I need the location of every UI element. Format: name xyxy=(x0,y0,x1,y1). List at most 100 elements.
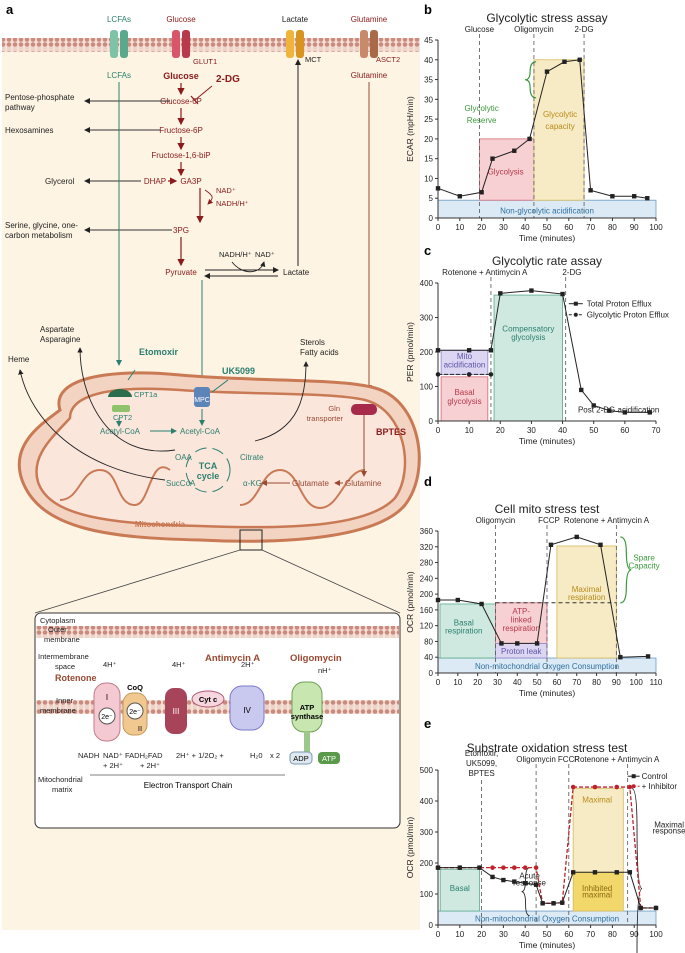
chart-substrate-oxidation: Substrate oxidation stress testNon-mitoc… xyxy=(405,741,685,953)
y-tick-label: 300 xyxy=(420,828,434,837)
spare-capacity-line1: Spare xyxy=(633,554,655,563)
ecar-point xyxy=(544,69,550,74)
branch-serine-line1: Serine, glycine, one- xyxy=(5,221,78,230)
panel-label-e: e xyxy=(424,716,431,731)
lcfa-outside-label: LCFAs xyxy=(107,15,131,24)
cpt2-label: CPT2 xyxy=(113,413,132,422)
gln-transporter-icon xyxy=(351,404,377,415)
x-tick-label: 110 xyxy=(650,678,663,687)
adp-label: ADP xyxy=(293,754,308,763)
chart-title: Substrate oxidation stress test xyxy=(467,741,628,755)
control-series-point xyxy=(560,900,565,905)
inhibitor-series-point xyxy=(533,865,539,870)
inhibited-line1: Inhibited xyxy=(582,884,612,893)
atp-linked-line2: linked xyxy=(511,616,532,625)
etc-outer-label2: membrane xyxy=(44,635,80,644)
metabolite-ga3p: GA3P xyxy=(180,177,201,186)
y-tick-label: 0 xyxy=(429,921,434,930)
total-proton-efflux-point xyxy=(607,408,612,413)
x-tick-label: 70 xyxy=(652,426,661,435)
etc-water: H₂0 xyxy=(250,751,263,760)
total-proton-efflux-point xyxy=(622,410,628,415)
x-axis-label: Time (minutes) xyxy=(519,940,576,950)
y-tick-label: 0 xyxy=(429,214,434,223)
etc-fadh2: FADH₂FAD xyxy=(125,751,163,760)
inhibitor-series-point xyxy=(570,784,576,790)
inhibitor-series-point xyxy=(614,784,620,790)
y-tick-label: 0 xyxy=(429,417,434,426)
chart-title: Glycolytic rate assay xyxy=(492,254,602,268)
mito-acid-line1: Mito xyxy=(457,352,473,361)
glutamine-outside-label: Glutamine xyxy=(351,15,388,24)
gln-transporter-label2: transporter xyxy=(307,414,344,423)
x-tick-label: 80 xyxy=(608,223,617,232)
compensatory-line1: Compensatory xyxy=(502,324,554,333)
etc-inner-label1: Inner xyxy=(56,696,74,705)
lcfa-inside-label: LCFAs xyxy=(107,71,131,80)
max-resp-line2: respiration xyxy=(568,593,605,602)
etc-cytoplasm-label: Cytoplasm xyxy=(40,616,75,625)
y-tick-label: 120 xyxy=(420,622,434,631)
post-2dg-label: Post 2-DG acidification xyxy=(578,405,659,414)
control-series-point xyxy=(477,865,482,870)
cofactor-nadh: NADH/H⁺ xyxy=(216,199,249,208)
x-tick-label: 100 xyxy=(630,678,644,687)
panel-label-b: b xyxy=(424,2,432,17)
x-tick-label: 100 xyxy=(649,930,663,939)
asct2-transporter-icon xyxy=(360,30,378,58)
legend-label-glycolytic: Glycolytic Proton Efflux xyxy=(587,311,669,320)
metabolite-pyruvate: Pyruvate xyxy=(165,268,197,277)
2dg-inhibition-line xyxy=(194,85,213,101)
metabolite-fructose-6p: Fructose-6P xyxy=(159,126,203,135)
x-tick-label: 60 xyxy=(564,223,573,232)
electron-c2-icon xyxy=(126,702,144,720)
etc-nad-plus: NAD⁺ xyxy=(103,751,123,760)
etc-protons-c1: 4H⁺ xyxy=(103,660,117,669)
product-heme: Heme xyxy=(8,355,30,364)
y-tick-label: 300 xyxy=(420,314,434,323)
basal-glycolysis-line1: Basal xyxy=(454,388,474,397)
etc-inner-label2: membrane xyxy=(40,706,76,715)
etc-protons-c4: 2H⁺ xyxy=(241,660,255,669)
basal-resp-line1: Basal xyxy=(454,619,474,628)
ecar-point xyxy=(527,136,532,142)
x-tick-label: 70 xyxy=(586,930,595,939)
zoom-line-left xyxy=(34,549,241,614)
y-tick-label: 30 xyxy=(424,95,433,104)
ecar-point xyxy=(435,186,441,191)
x-tick-label: 20 xyxy=(473,678,482,687)
complex-iv-icon xyxy=(229,685,265,731)
max-response-line1: Maximal xyxy=(654,820,684,829)
total-proton-efflux-point xyxy=(466,348,472,353)
mpc-protein-icon xyxy=(194,387,210,407)
control-series-point xyxy=(533,882,539,887)
inhibitor-series-point xyxy=(501,865,506,870)
control-series-point xyxy=(523,880,528,886)
ocr-point xyxy=(515,641,520,646)
reserve-brace xyxy=(525,61,537,99)
glycolysis-label: Glycolysis xyxy=(488,167,524,176)
legend-marker-total xyxy=(573,301,578,306)
inhibitor-series-point xyxy=(522,865,528,870)
x-tick-label: 70 xyxy=(586,223,595,232)
injection-label: Rotenone + Antimycin A xyxy=(564,516,650,525)
etc-nad-protons: + 2H⁺ xyxy=(103,761,123,770)
atp-label: ATP xyxy=(322,754,336,763)
control-series-point xyxy=(435,865,441,870)
x-axis-label: Time (minutes) xyxy=(519,436,576,446)
injection-label: Oligomycin xyxy=(476,516,516,525)
mct-label: MCT xyxy=(305,55,322,64)
glycolytic-proton-efflux-point xyxy=(488,372,494,377)
zoom-line-right xyxy=(261,549,401,614)
basal-glycolysis-line2: glycolysis xyxy=(447,397,481,406)
etc-water-reactants: 2H⁺ + 1/2O₂ + xyxy=(176,751,224,760)
y-tick-label: 500 xyxy=(420,766,434,775)
reserve-label-line2: Reserve xyxy=(467,116,497,125)
etc-oligomycin: Oligomycin xyxy=(290,653,342,664)
inhibitor-bptes: BPTES xyxy=(376,427,406,437)
tca-oaa: OAA xyxy=(175,453,193,462)
atp-synthase-label1: ATP xyxy=(300,703,314,712)
y-tick-label: 200 xyxy=(420,859,434,868)
x-tick-label: 10 xyxy=(465,426,474,435)
chart-title: Glycolytic stress assay xyxy=(486,11,607,25)
